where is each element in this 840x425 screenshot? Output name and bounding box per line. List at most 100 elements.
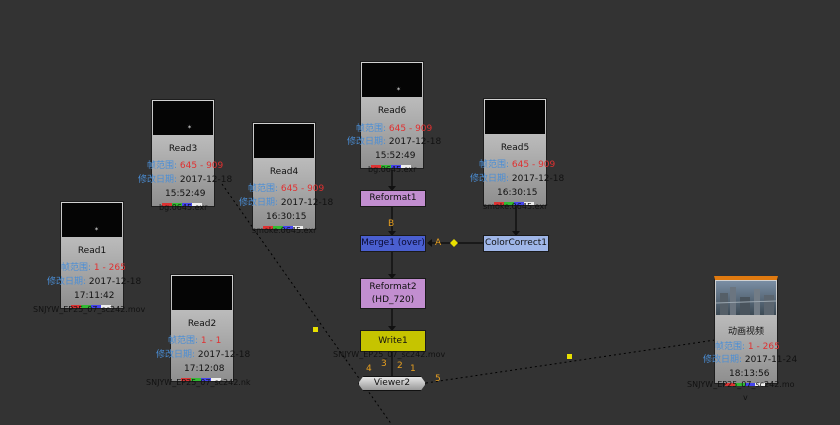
read1-info: 帧范围: 1 - 265 xyxy=(61,262,126,274)
modified-label: 修改日期: xyxy=(239,198,279,208)
anim-video-name: 动画视频 xyxy=(727,327,764,337)
channel-bar xyxy=(181,378,221,381)
connection-dot[interactable] xyxy=(313,327,318,332)
read4-filename: smoke.0645.exr xyxy=(252,226,317,235)
modified-label: 修改日期: xyxy=(156,350,196,360)
read5-filename: smoke.0645.exr xyxy=(483,202,548,211)
frame-range-value: 1 - 265 xyxy=(93,263,126,273)
read2-time: 17:12:08 xyxy=(184,364,225,374)
modified-label: 修改日期: xyxy=(470,174,510,184)
anim-filename-wrap: v xyxy=(743,393,748,402)
connection-dot[interactable] xyxy=(567,354,572,359)
read4-time: 16:30:15 xyxy=(266,212,307,222)
frame-range-label: 帧范围: xyxy=(715,342,746,352)
reformat2-label: Reformat2 xyxy=(369,282,417,292)
frame-range-value: 645 - 909 xyxy=(388,124,433,134)
read3-date-info: 修改日期: 2017-12-18 xyxy=(138,174,232,186)
read6-name: Read6 xyxy=(377,106,407,116)
read2-info: 帧范围: 1 - 1 xyxy=(168,335,221,347)
anim-date-info: 修改日期: 2017-11-24 xyxy=(703,354,797,366)
read4-thumbnail xyxy=(254,124,314,158)
read2-thumbnail xyxy=(172,276,232,310)
frame-range-label: 帧范围: xyxy=(248,184,279,194)
frame-range-value: 1 - 1 xyxy=(200,336,222,346)
viewer-input-4-label: 4 xyxy=(366,364,372,374)
read1-date-info: 修改日期: 2017-12-18 xyxy=(47,276,141,288)
read3-filename: bg.0645.exr xyxy=(159,203,208,212)
modified-date: 2017-12-18 xyxy=(280,198,334,208)
read6-node[interactable]: ✶ Read6 xyxy=(360,61,424,169)
read2-date-info: 修改日期: 2017-12-18 xyxy=(156,349,250,361)
frame-range-value: 1 - 265 xyxy=(747,342,780,352)
read3-node[interactable]: ✶ Read3 xyxy=(151,99,215,207)
modified-date: 2017-11-24 xyxy=(744,355,798,365)
frame-range-value: 645 - 909 xyxy=(280,184,325,194)
viewer-input-1-label: 1 xyxy=(410,364,416,374)
read2-node[interactable]: Read2 xyxy=(170,274,234,382)
read3-name: Read3 xyxy=(168,144,198,154)
read1-name: Read1 xyxy=(77,246,107,256)
frame-range-label: 帧范围: xyxy=(168,336,199,346)
read1-node[interactable]: ✶ Read1 xyxy=(60,201,124,309)
reformat2-node[interactable]: Reformat2 (HD_720) xyxy=(360,278,426,309)
channel-bar xyxy=(494,202,534,205)
channel-bar xyxy=(71,305,111,308)
anim-filename: SNJYW_EP25_07_sc242.mo xyxy=(687,380,795,389)
channel-bar xyxy=(371,165,411,168)
merge1-node[interactable]: Merge1 (over) xyxy=(360,235,426,252)
modified-date: 2017-12-18 xyxy=(179,175,233,185)
anim-video-thumbnail xyxy=(715,281,777,315)
anim-video-node[interactable]: 动画视频 xyxy=(714,276,778,386)
viewer-input-3-label: 3 xyxy=(381,359,387,369)
read4-info: 帧范围: 645 - 909 xyxy=(248,183,324,195)
channel-bar xyxy=(263,226,303,229)
colorcorrect1-node[interactable]: ColorCorrect1 xyxy=(483,235,549,252)
input-b-label: B xyxy=(388,219,395,229)
channel-bar xyxy=(725,383,765,386)
write1-node[interactable]: Write1 xyxy=(360,330,426,352)
read4-node[interactable]: Read4 xyxy=(252,122,316,230)
read6-filename: bg.0645.exr xyxy=(368,165,417,174)
read6-time: 15:52:49 xyxy=(375,151,416,161)
read2-name: Read2 xyxy=(187,319,217,329)
modified-date: 2017-12-18 xyxy=(88,277,142,287)
frame-range-label: 帧范围: xyxy=(356,124,387,134)
read3-info: 帧范围: 645 - 909 xyxy=(147,160,223,172)
read1-thumbnail: ✶ xyxy=(62,203,122,237)
read4-date-info: 修改日期: 2017-12-18 xyxy=(239,197,333,209)
anim-time: 18:13:56 xyxy=(729,369,770,379)
read5-node[interactable]: Read5 xyxy=(483,98,547,206)
modified-label: 修改日期: xyxy=(347,137,387,147)
read6-date-info: 修改日期: 2017-12-18 xyxy=(347,136,441,148)
read6-thumbnail: ✶ xyxy=(362,63,422,97)
frame-range-value: 645 - 909 xyxy=(179,161,224,171)
modified-date: 2017-12-18 xyxy=(197,350,251,360)
viewer-input-2-label: 2 xyxy=(397,361,403,371)
read6-info: 帧范围: 645 - 909 xyxy=(356,123,432,135)
read5-name: Read5 xyxy=(500,143,530,153)
reformat2-format: (HD_720) xyxy=(371,295,415,305)
modified-date: 2017-12-18 xyxy=(511,174,565,184)
read5-time: 16:30:15 xyxy=(497,188,538,198)
modified-label: 修改日期: xyxy=(703,355,743,365)
frame-range-value: 645 - 909 xyxy=(511,160,556,170)
read5-date-info: 修改日期: 2017-12-18 xyxy=(470,173,564,185)
viewer-input-5-label: 5 xyxy=(435,374,441,384)
frame-range-label: 帧范围: xyxy=(147,161,178,171)
input-a-label: A xyxy=(435,238,442,248)
read5-info: 帧范围: 645 - 909 xyxy=(479,159,555,171)
write1-filename: SNJYW_EP25_07_sc242.mov xyxy=(333,350,446,359)
anim-info: 帧范围: 1 - 265 xyxy=(715,341,780,353)
modified-label: 修改日期: xyxy=(138,175,178,185)
read5-thumbnail xyxy=(485,100,545,134)
reformat1-node[interactable]: Reformat1 xyxy=(360,190,426,207)
read4-name: Read4 xyxy=(269,167,299,177)
modified-label: 修改日期: xyxy=(47,277,87,287)
read3-time: 15:52:49 xyxy=(165,189,206,199)
read2-filename: SNJYW_EP25_07_sc242.nk xyxy=(146,378,251,387)
modified-date: 2017-12-18 xyxy=(388,137,442,147)
frame-range-label: 帧范围: xyxy=(479,160,510,170)
read1-filename: SNJYW_EP25_07_sc242.mov xyxy=(33,305,146,314)
viewer2-node[interactable]: Viewer2 xyxy=(358,376,426,391)
